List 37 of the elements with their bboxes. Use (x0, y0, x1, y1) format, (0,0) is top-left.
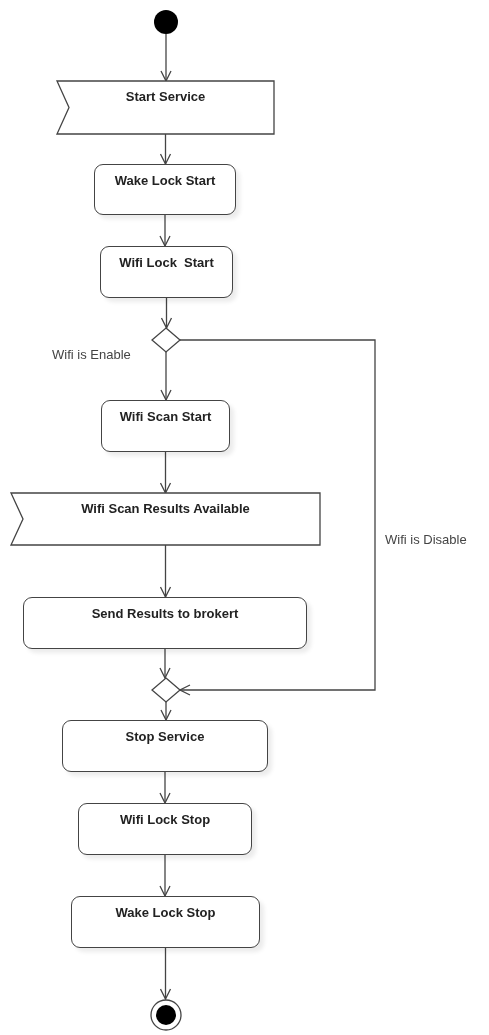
arrow (160, 351, 172, 401)
signal-flag-box (57, 81, 274, 134)
action-label: Wifi Scan Start (119, 409, 212, 424)
action-box (101, 400, 230, 452)
action-label: Wifi Scan Results Available (81, 501, 250, 516)
arrow (159, 947, 172, 1000)
action-label: Start Service (125, 89, 206, 104)
arrow (159, 451, 172, 494)
signal-flag-box (11, 493, 320, 545)
arrow (159, 854, 171, 897)
arrow (159, 648, 171, 679)
action-box (62, 720, 268, 772)
action-label: Wifi Lock Start (119, 255, 214, 270)
decision-diamond (152, 328, 180, 352)
action-label: Stop Service (125, 729, 205, 744)
edge-label: Wifi is Enable (52, 347, 131, 362)
edge-label: Wifi is Disable (385, 532, 467, 547)
action-box (78, 803, 252, 855)
action-box (23, 597, 307, 649)
arrow (159, 133, 172, 165)
arrow (160, 33, 172, 82)
action-label: Wake Lock Stop (115, 905, 216, 920)
arrow (159, 771, 171, 804)
action-box (100, 246, 233, 298)
arrow (179, 339, 376, 696)
arrow (160, 701, 172, 721)
arrow (160, 297, 173, 329)
decision-diamond (152, 678, 180, 702)
arrow (159, 544, 172, 598)
arrow (159, 214, 171, 247)
action-label: Wifi Lock Stop (119, 812, 211, 827)
final-node (150, 999, 182, 1031)
action-label: Send Results to brokert (91, 606, 239, 621)
action-box (71, 896, 260, 948)
initial-node (154, 10, 178, 34)
action-label: Wake Lock Start (114, 173, 216, 188)
action-box (94, 164, 236, 215)
